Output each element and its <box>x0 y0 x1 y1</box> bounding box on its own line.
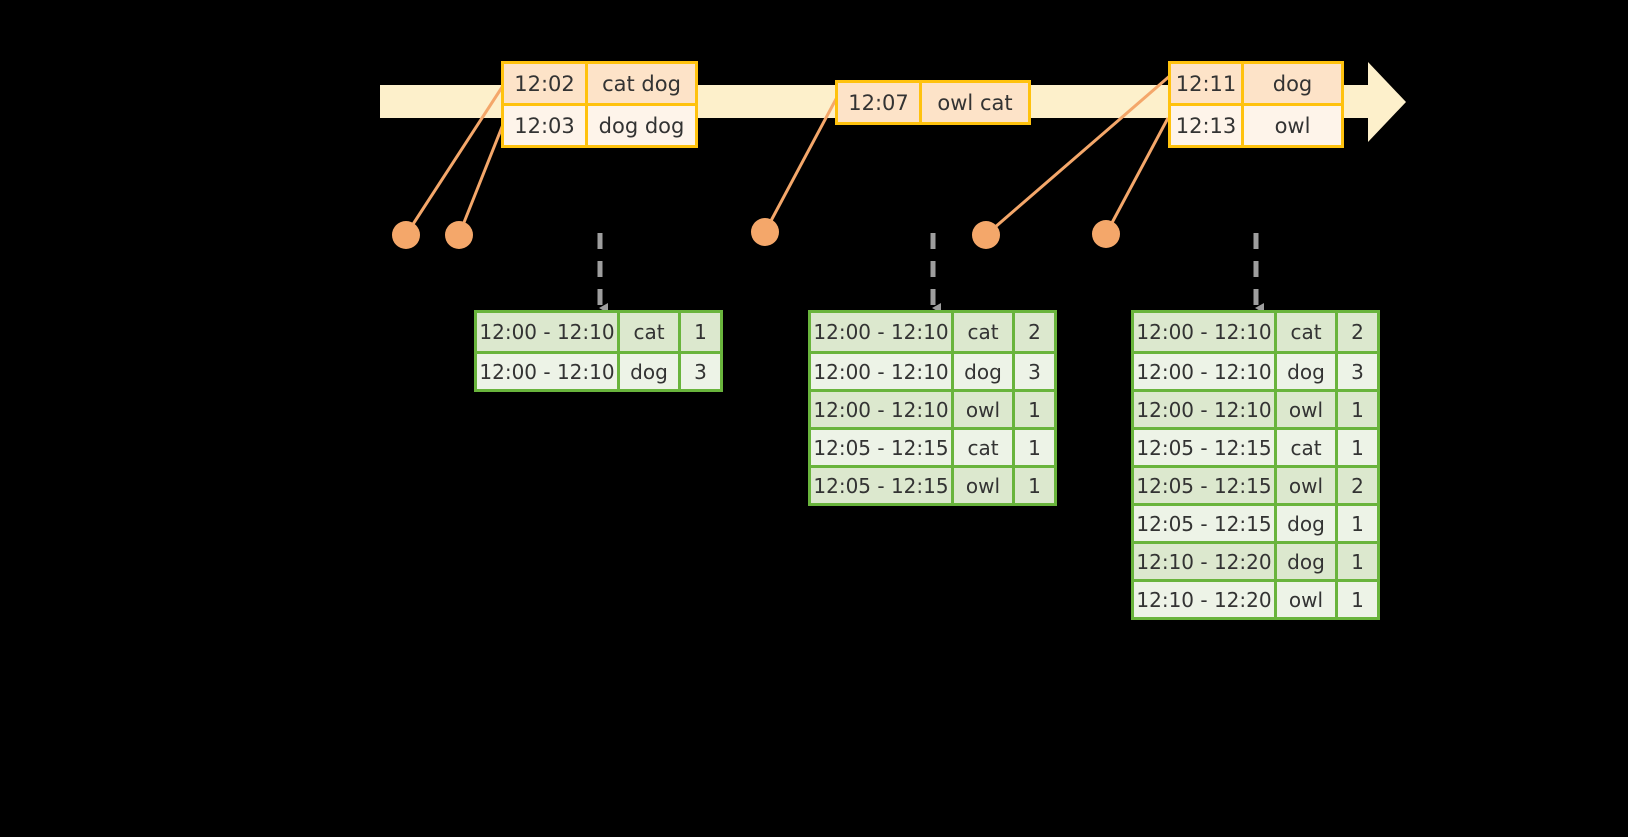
cell-count: 1 <box>1351 587 1364 612</box>
event-box[interactable]: 12:02 cat dog 12:03 dog dog <box>501 61 698 148</box>
cell-count: 2 <box>1351 320 1364 344</box>
event-words: dog dog <box>598 113 685 138</box>
cell-count: 3 <box>694 359 707 384</box>
cell-count: 1 <box>1351 435 1364 460</box>
cell-count: 1 <box>1351 511 1364 536</box>
cell-word: owl <box>1277 468 1338 503</box>
cell-word: dog <box>1277 506 1338 541</box>
event-time: 12:02 <box>504 64 588 103</box>
cell-window: 12:05 - 12:15 <box>1134 468 1277 503</box>
connector-dot-2-line <box>457 121 506 236</box>
event-words: cat dog <box>602 71 681 96</box>
cell-count: 1 <box>694 320 707 344</box>
event-box[interactable]: 12:07 owl cat <box>835 80 1031 125</box>
cell-count: 2 <box>1028 320 1041 344</box>
cell-count: 1 <box>1028 435 1041 460</box>
cell-window: 12:00 - 12:10 <box>811 313 954 351</box>
cell-window: 12:00 - 12:10 <box>1134 313 1277 351</box>
cell-word: cat <box>1277 430 1338 465</box>
cell-window: 12:10 - 12:20 <box>1134 544 1277 579</box>
cell-count: 1 <box>1028 397 1041 422</box>
cell-word: cat <box>954 313 1015 351</box>
connector-dot-2[interactable] <box>445 221 473 249</box>
connector-dot-3[interactable] <box>751 218 779 246</box>
cell-word: owl <box>1277 582 1338 617</box>
cell-word: cat <box>620 313 681 351</box>
connector-dot-5-line <box>1104 117 1170 235</box>
connector-dots <box>392 218 1120 249</box>
connector-dot-1[interactable] <box>392 221 420 249</box>
cell-count: 3 <box>1028 359 1041 384</box>
event-row[interactable]: 12:13 owl <box>1171 103 1341 145</box>
connector-dot-4[interactable] <box>972 221 1000 249</box>
cell-window: 12:10 - 12:20 <box>1134 582 1277 617</box>
event-time: 12:07 <box>838 83 922 122</box>
cell-word: cat <box>1277 313 1338 351</box>
cell-word: dog <box>1277 544 1338 579</box>
event-row[interactable]: 12:03 dog dog <box>504 103 695 145</box>
cell-word: dog <box>620 354 681 389</box>
event-time: 12:11 <box>1171 64 1244 103</box>
cell-window: 12:05 - 12:15 <box>811 468 954 503</box>
cell-count: 3 <box>1351 359 1364 384</box>
cell-window: 12:00 - 12:10 <box>1134 392 1277 427</box>
cell-window: 12:05 - 12:15 <box>1134 506 1277 541</box>
event-row[interactable]: 12:02 cat dog <box>504 64 695 103</box>
cell-word: dog <box>1277 354 1338 389</box>
cell-count: 1 <box>1351 397 1364 422</box>
event-time: 12:03 <box>504 106 588 145</box>
cell-word: cat <box>954 430 1015 465</box>
cell-window: 12:00 - 12:10 <box>811 392 954 427</box>
cell-window: 12:00 - 12:10 <box>477 354 620 389</box>
event-words: owl cat <box>937 90 1013 115</box>
cell-word: owl <box>954 468 1015 503</box>
event-box[interactable]: 12:11 dog 12:13 owl <box>1168 61 1344 148</box>
cell-window: 12:00 - 12:10 <box>811 354 954 389</box>
event-time: 12:13 <box>1171 106 1244 145</box>
cell-count: 1 <box>1351 549 1364 574</box>
dashed-arrows <box>597 233 1264 313</box>
cell-word: owl <box>954 392 1015 427</box>
event-words: owl <box>1274 113 1311 138</box>
event-row[interactable]: 12:11 dog <box>1171 64 1341 103</box>
cell-window: 12:05 - 12:15 <box>811 430 954 465</box>
cell-word: dog <box>954 354 1015 389</box>
event-row[interactable]: 12:07 owl cat <box>838 83 1028 122</box>
connector-dot-5[interactable] <box>1092 220 1120 248</box>
cell-count: 1 <box>1028 473 1041 498</box>
cell-window: 12:05 - 12:15 <box>1134 430 1277 465</box>
event-words: dog <box>1272 71 1313 96</box>
timeline-arrowhead-icon <box>1368 62 1406 142</box>
cell-word: owl <box>1277 392 1338 427</box>
cell-window: 12:00 - 12:10 <box>477 313 620 351</box>
cell-count: 2 <box>1351 473 1364 498</box>
cell-window: 12:00 - 12:10 <box>1134 354 1277 389</box>
